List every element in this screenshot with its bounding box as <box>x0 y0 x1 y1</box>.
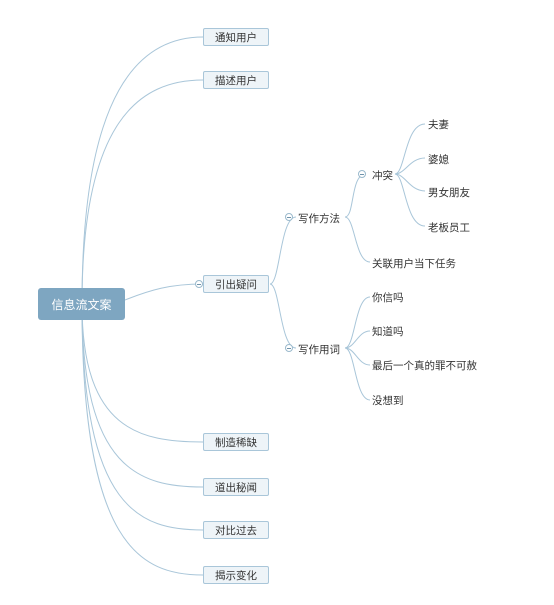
root-node[interactable]: 信息流文案 <box>38 288 125 320</box>
branch-notify-users[interactable]: 通知用户 <box>203 28 269 46</box>
leaf-word-last-one[interactable]: 最后一个真的罪不可赦 <box>372 360 477 372</box>
leaf-word-unexpected[interactable]: 没想到 <box>372 395 404 407</box>
branch-raise-question[interactable]: 引出疑问 <box>203 275 269 293</box>
leaf-word-believe[interactable]: 你信吗 <box>372 292 404 304</box>
leaf-conflict-in-laws[interactable]: 婆媳 <box>428 154 449 166</box>
leaf-conflict-couple[interactable]: 夫妻 <box>428 119 449 131</box>
subnode-writing-words[interactable]: 写作用词 <box>298 344 340 356</box>
leaf-conflict-dating[interactable]: 男女朋友 <box>428 187 470 199</box>
collapse-toggle-icon[interactable] <box>195 280 203 288</box>
leaf-word-know[interactable]: 知道吗 <box>372 326 404 338</box>
subnode-link-task[interactable]: 关联用户当下任务 <box>372 258 456 270</box>
branch-reveal-secret[interactable]: 道出秘闻 <box>203 478 269 496</box>
collapse-toggle-icon[interactable] <box>358 170 366 178</box>
branch-create-scarcity[interactable]: 制造稀缺 <box>203 433 269 451</box>
leaf-conflict-boss-employee[interactable]: 老板员工 <box>428 222 470 234</box>
branch-reveal-change[interactable]: 揭示变化 <box>203 566 269 584</box>
branch-describe-users[interactable]: 描述用户 <box>203 71 269 89</box>
collapse-toggle-icon[interactable] <box>285 213 293 221</box>
subnode-conflict[interactable]: 冲突 <box>372 170 393 182</box>
subnode-writing-method[interactable]: 写作方法 <box>298 213 340 225</box>
branch-compare-past[interactable]: 对比过去 <box>203 521 269 539</box>
collapse-toggle-icon[interactable] <box>285 344 293 352</box>
